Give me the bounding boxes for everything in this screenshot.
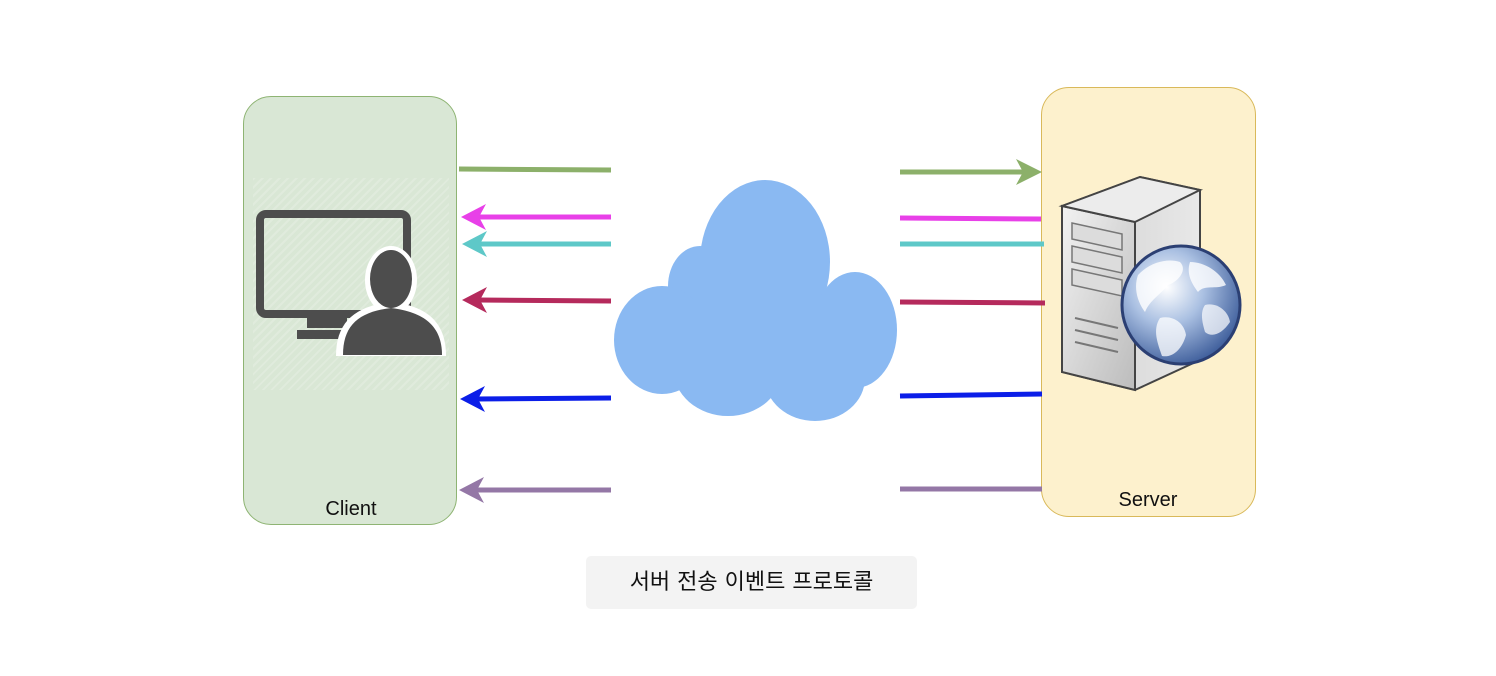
arrow-purple-head: [459, 477, 484, 503]
server-side-arrows: [899, 159, 1046, 492]
cloud-icon: [614, 180, 897, 421]
monitor-user-icon: [256, 210, 446, 356]
client-side-arrows: [458, 166, 612, 503]
arrow-blue-head: [460, 386, 485, 412]
arrow-teal-head: [462, 231, 487, 257]
arrow-blue-server-line: [899, 391, 1043, 399]
client-label: Client: [325, 498, 377, 520]
arrow-magenta-head: [461, 204, 486, 230]
arrow-green-client-line: [458, 166, 612, 173]
web-server-icon: [1058, 175, 1242, 392]
diagram-caption: 서버 전송 이벤트 프로토콜: [629, 570, 874, 595]
arrow-magenta-server-line: [899, 215, 1042, 222]
arrow-blue-client-line: [475, 395, 612, 402]
arrow-crimson-client-line: [476, 297, 612, 304]
arrow-crimson-head: [462, 287, 487, 313]
arrow-green-head: [1016, 159, 1042, 185]
arrow-crimson-server-line: [899, 299, 1046, 306]
caption-box: [586, 556, 917, 609]
server-label: Server: [1118, 489, 1178, 511]
